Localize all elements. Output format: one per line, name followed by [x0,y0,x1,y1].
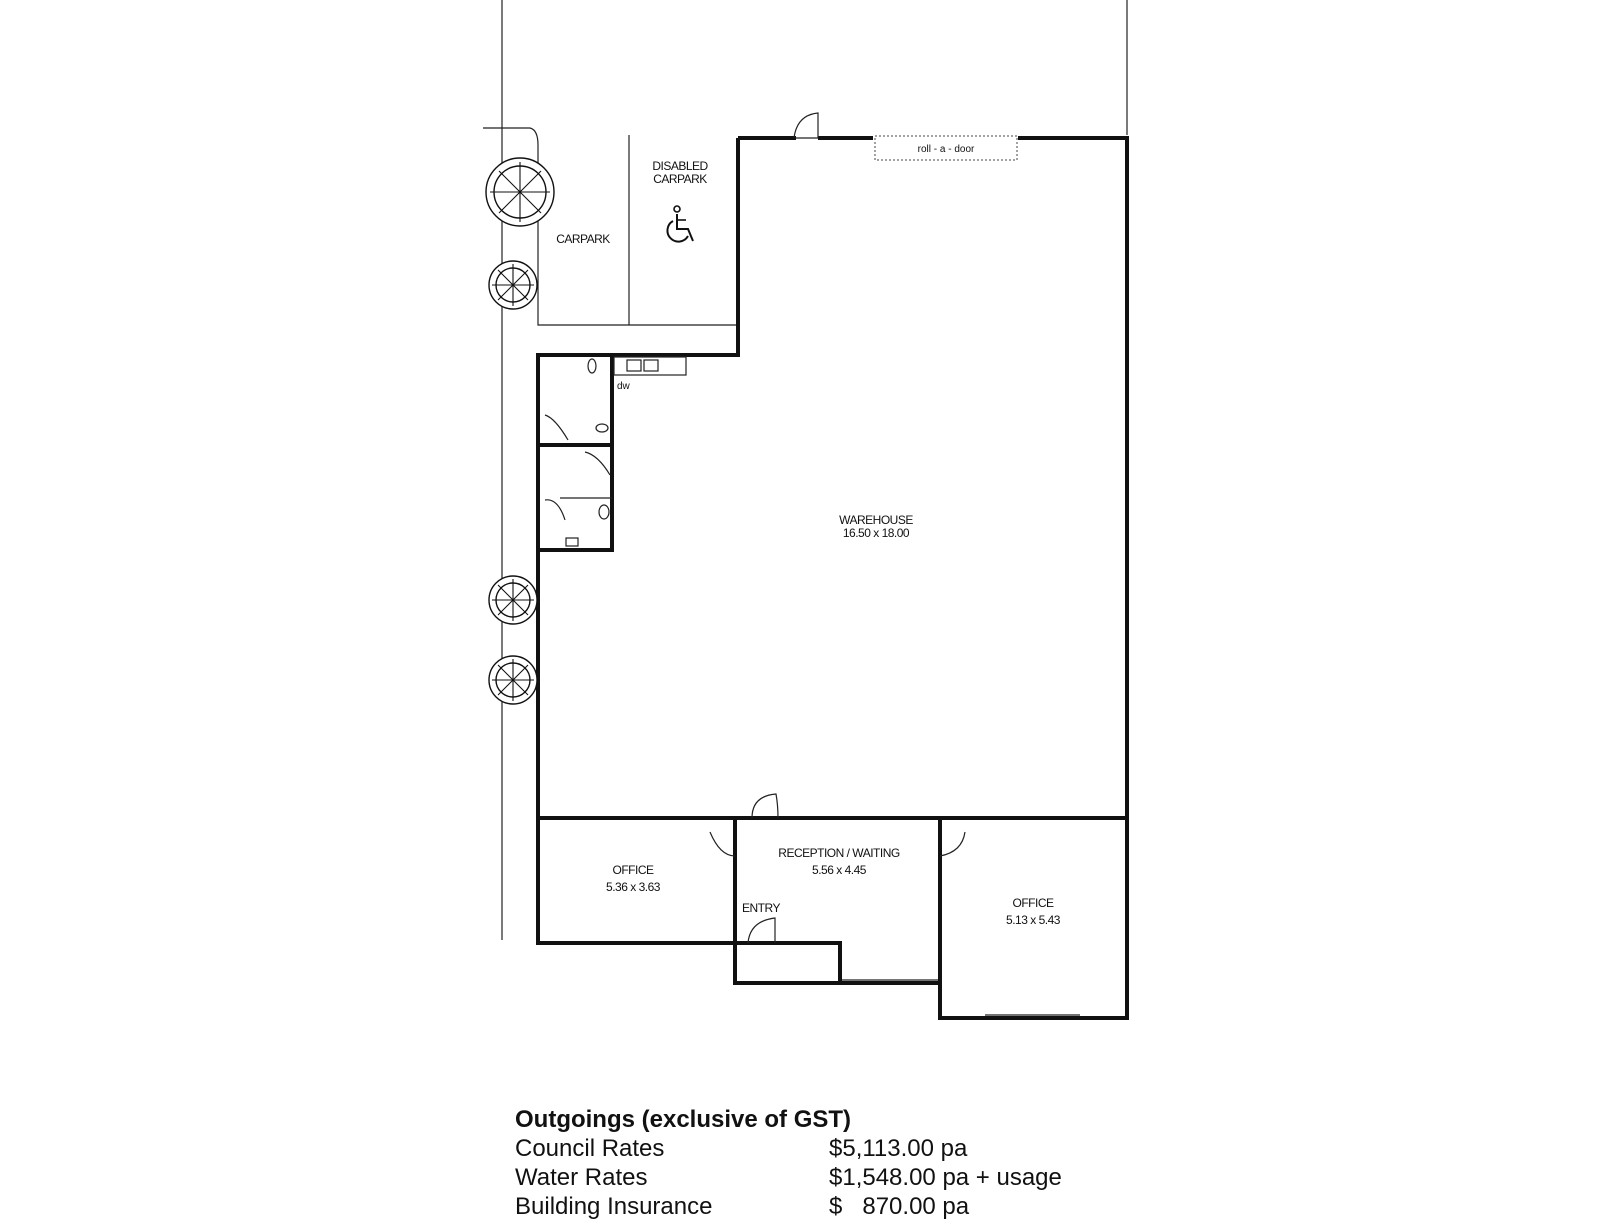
warehouse-dims: 16.50 x 18.00 [843,526,910,540]
outgoings-table: Outgoings (exclusive of GST) Council Rat… [515,1105,1215,1221]
office-left-door-swing [709,831,736,857]
tree-icon [485,157,555,227]
amenities-wall [536,355,614,552]
disabled-carpark-label-1: DISABLED [652,159,708,173]
toilet-door-swing-2 [544,499,566,521]
wheelchair-icon [666,205,694,243]
dishwasher-label: dw [617,381,631,392]
reception-dims: 5.56 x 4.45 [812,863,867,877]
toilet-door-swing-3 [584,451,611,476]
toilet-fixture-1 [587,358,597,374]
roller-door-label: roll - a - door [918,144,975,155]
office-left-dims: 5.36 x 3.63 [606,880,661,894]
outgoings-row-value: $ 870.00 pa [829,1193,970,1220]
carpark-label: CARPARK [556,232,610,246]
roller-door [874,135,1018,161]
sink-2 [643,359,659,372]
tree-icon [488,260,538,310]
outgoings-row-name: Water Rates [515,1164,648,1191]
office-right-dims: 5.13 x 5.43 [1006,913,1061,927]
disabled-carpark-label-2: CARPARK [653,172,707,186]
tree-icon [488,655,538,705]
outgoings-heading: Outgoings (exclusive of GST) [515,1106,852,1133]
carpark-boundary [483,127,737,326]
outgoings-row: Building Insurance $ 870.00 pa [515,1192,1215,1221]
sink [626,359,642,372]
outgoings-row: Water Rates $1,548.00 pa + usage [515,1163,1215,1192]
kitchenette-bench [613,356,687,376]
toilet-door-swing-1 [544,414,569,441]
rear-door-swing [793,112,819,139]
office-right-door-swing [939,831,966,857]
outgoings-row-name: Building Insurance [515,1193,713,1220]
outgoings-row-value: $1,548.00 pa + usage [829,1164,1062,1191]
warehouse-label: WAREHOUSE [839,513,913,527]
warehouse-door-swing [751,793,779,819]
basin [565,537,579,547]
entry-label: ENTRY [742,901,780,915]
office-right-label: OFFICE [1013,896,1054,910]
entry-vestibule-wall [735,941,842,983]
entry-door-swing [747,917,776,944]
outgoings-row: Council Rates $5,113.00 pa [515,1134,1215,1163]
outgoings-row-name: Council Rates [515,1135,665,1162]
building-outer-wall [536,136,1129,1020]
toilet-fixture-3 [598,504,610,520]
toilet-fixture-2 [595,423,609,433]
tree-icon [488,575,538,625]
outgoings-row-value: $5,113.00 pa [829,1135,968,1162]
reception-label: RECEPTION / WAITING [778,846,900,860]
office-left-label: OFFICE [613,863,654,877]
